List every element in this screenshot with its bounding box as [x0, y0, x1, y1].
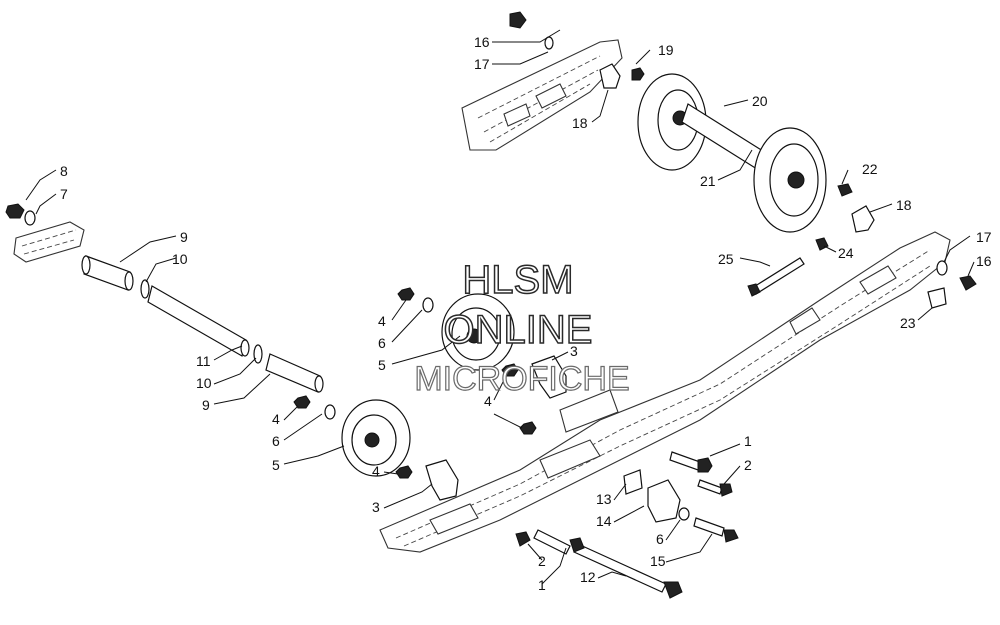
nut-washer-7-8 [5, 203, 36, 226]
callout-25: 25 [718, 251, 734, 267]
watermark-line-2: ONLINE [444, 308, 593, 352]
watermark-line-1: HLSM [462, 258, 573, 302]
watermark: HLSM ONLINE MICROFICHE [414, 257, 631, 398]
callout-4-upper: 4 [378, 313, 386, 329]
callout-2-bottom: 2 [538, 553, 546, 569]
bracket-13-14 [623, 469, 690, 523]
upper-rear-rail [461, 39, 623, 151]
leader-lines [25, 29, 975, 585]
callout-15: 15 [650, 553, 666, 569]
callout-18-right: 18 [896, 197, 912, 213]
callout-9-top: 9 [180, 229, 188, 245]
rear-axle-assembly [599, 63, 875, 233]
callout-labels: 16 17 19 18 20 22 21 18 8 7 9 10 25 24 1… [60, 34, 992, 593]
upper-idler-wheel [397, 287, 515, 371]
callout-1-bottom: 1 [538, 577, 546, 593]
callout-16-right: 16 [976, 253, 992, 269]
callout-9-lower: 9 [202, 397, 210, 413]
callout-8: 8 [60, 163, 68, 179]
axle-bracket-lower [395, 459, 459, 501]
callout-10-lower: 10 [196, 375, 212, 391]
callout-14: 14 [596, 513, 612, 529]
callout-11: 11 [196, 353, 211, 369]
callout-16-top: 16 [474, 34, 490, 50]
callout-5-upper: 5 [378, 357, 386, 373]
callout-17-top: 17 [474, 56, 490, 72]
callout-22: 22 [862, 161, 878, 177]
callout-5-lower: 5 [272, 457, 280, 473]
callout-19: 19 [658, 42, 674, 58]
front-axle-assembly [81, 255, 324, 393]
callout-4-mid: 4 [484, 393, 492, 409]
callout-20: 20 [752, 93, 768, 109]
main-slide-rail [379, 231, 951, 553]
callout-13: 13 [596, 491, 612, 507]
watermark-line-3: MICROFICHE [414, 360, 629, 398]
callout-21: 21 [700, 173, 716, 189]
callout-17-right: 17 [976, 229, 992, 245]
callout-3-upper: 3 [570, 343, 578, 359]
callout-6-upper: 6 [378, 335, 386, 351]
callout-4-left: 4 [272, 411, 280, 427]
callout-12: 12 [580, 569, 596, 585]
lower-idler-wheel [293, 395, 411, 477]
callout-3-lower: 3 [372, 499, 380, 515]
rear-rail-hardware [509, 11, 977, 309]
callout-6-lower: 6 [272, 433, 280, 449]
callout-4-lower: 4 [372, 463, 380, 479]
callout-1-right: 1 [744, 433, 752, 449]
callout-23: 23 [900, 315, 916, 331]
front-rail-fragment [13, 221, 85, 263]
callout-2-right: 2 [744, 457, 752, 473]
callout-10-top: 10 [172, 251, 188, 267]
callout-6-bracket: 6 [656, 531, 664, 547]
callout-7: 7 [60, 186, 68, 202]
bolts-lower [515, 451, 739, 599]
callout-18-top: 18 [572, 115, 588, 131]
callout-24: 24 [838, 245, 854, 261]
axle-bracket-upper [501, 355, 567, 435]
